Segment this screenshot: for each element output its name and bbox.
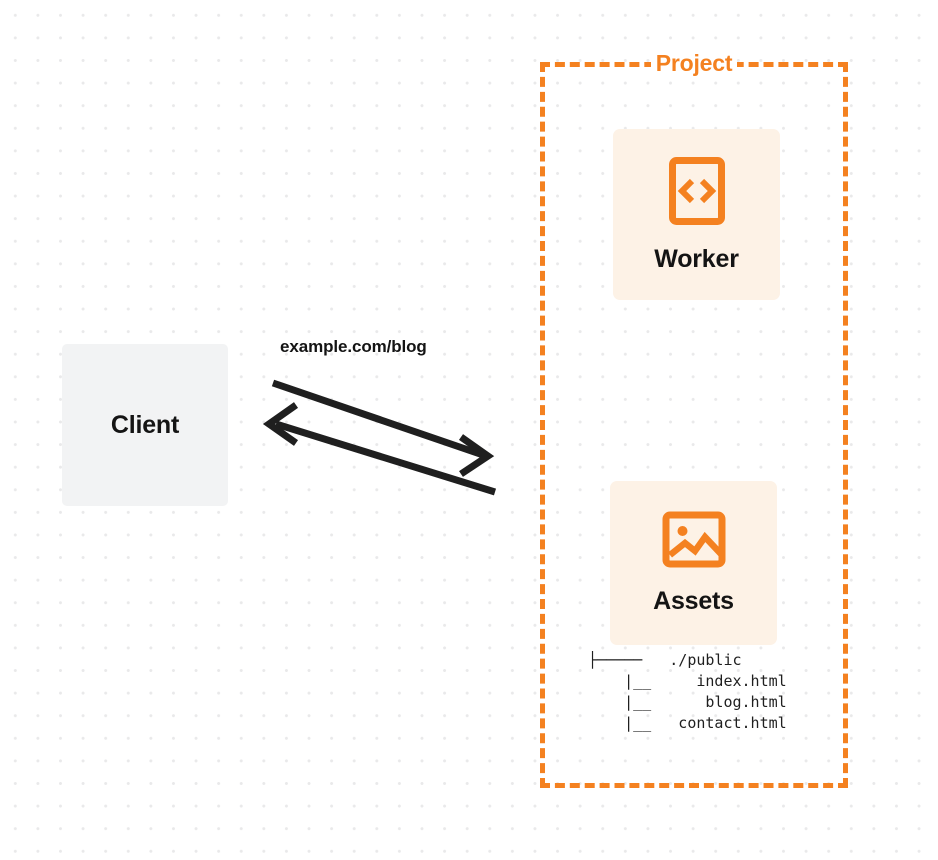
arrow-request: [271, 379, 495, 477]
node-assets[interactable]: Assets: [610, 481, 777, 645]
node-client[interactable]: Client: [62, 344, 228, 506]
asset-file-tree: ├───── ./public |__ index.html |__ blog.…: [588, 650, 787, 734]
image-icon: [662, 511, 726, 573]
file-tree-content: ├───── ./public |__ index.html |__ blog.…: [588, 651, 787, 732]
edge-label-url: example.com/blog: [280, 337, 427, 356]
node-worker[interactable]: Worker: [613, 129, 780, 300]
project-title: Project: [540, 50, 848, 77]
node-assets-label: Assets: [653, 586, 734, 615]
arrow-response: [262, 402, 497, 496]
code-brackets-icon: [668, 156, 726, 231]
node-client-label: Client: [110, 410, 180, 439]
node-worker-label: Worker: [654, 244, 739, 273]
project-title-text: Project: [650, 50, 738, 76]
